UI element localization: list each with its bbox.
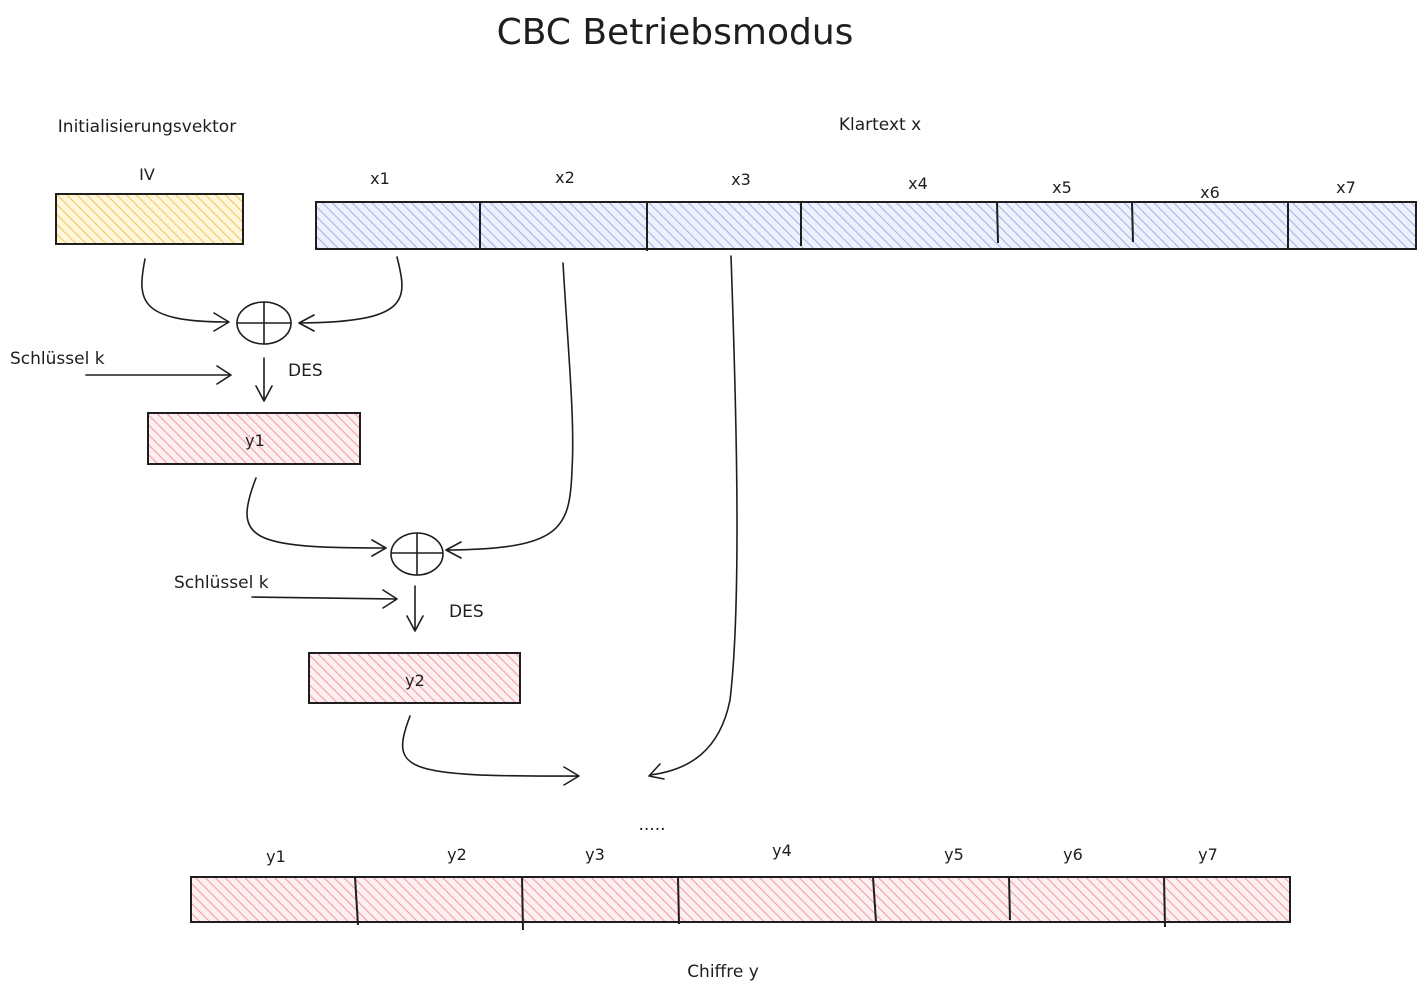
ciphertext-label: Chiffre y (687, 962, 759, 982)
y2-continuation-arrow (401, 715, 580, 786)
y1-to-xor-arrow (246, 477, 387, 557)
plaintext-block-label: x4 (908, 174, 928, 193)
key-arrow (85, 365, 232, 385)
iv-label: IV (139, 165, 155, 184)
ciphertext-block-label: y1 (266, 847, 286, 866)
key-arrow (251, 589, 398, 609)
ellipsis: ..... (638, 815, 665, 835)
ciphertext-block-label: y6 (1063, 845, 1083, 864)
x2-to-xor-arrow (445, 262, 574, 559)
y1-block (147, 412, 361, 465)
xor-icon (236, 301, 292, 345)
ciphertext-block-label: y2 (447, 845, 467, 864)
des-label: DES (288, 361, 323, 381)
xor-to-des-arrow (255, 357, 273, 402)
plaintext-dividers (479, 201, 1289, 251)
plaintext-block-label: x7 (1336, 178, 1356, 197)
y2-block (308, 652, 521, 704)
plaintext-block-label: x5 (1052, 178, 1072, 197)
plaintext-block-label: x2 (555, 168, 575, 187)
ciphertext-block-label: y7 (1198, 845, 1218, 864)
x1-to-xor-arrow (298, 256, 403, 332)
iv-group-label: Initialisierungsvektor (58, 117, 236, 137)
plaintext-block-label: x3 (731, 170, 751, 189)
ciphertext-bar (190, 876, 1291, 923)
key-label: Schlüssel k (10, 349, 105, 369)
ciphertext-block-labels: y1 y2 y3 y4 y5 y6 y7 (266, 841, 1218, 866)
xor-icon (390, 532, 444, 576)
y2-block-label: y2 (405, 671, 425, 690)
ciphertext-dividers (354, 876, 1166, 931)
plaintext-block-label: x1 (370, 169, 390, 188)
iv-block (55, 193, 244, 245)
plaintext-block-labels: x1 x2 x3 x4 x5 x6 x7 (370, 168, 1356, 202)
y1-block-label: y1 (245, 431, 265, 450)
ciphertext-block-label: y4 (772, 841, 792, 860)
ciphertext-block-label: y3 (585, 845, 605, 864)
xor-to-des-arrow (406, 585, 424, 632)
x3-continuation-arrow (648, 255, 738, 780)
des-label: DES (449, 602, 484, 622)
plaintext-bar (315, 201, 1417, 250)
ciphertext-block-label: y5 (944, 845, 964, 864)
plaintext-label: Klartext x (839, 115, 921, 135)
plaintext-block-label: x6 (1200, 183, 1220, 202)
key-label: Schlüssel k (174, 573, 269, 593)
iv-to-xor-arrow (141, 258, 230, 332)
diagram-title: CBC Betriebsmodus (497, 12, 854, 53)
